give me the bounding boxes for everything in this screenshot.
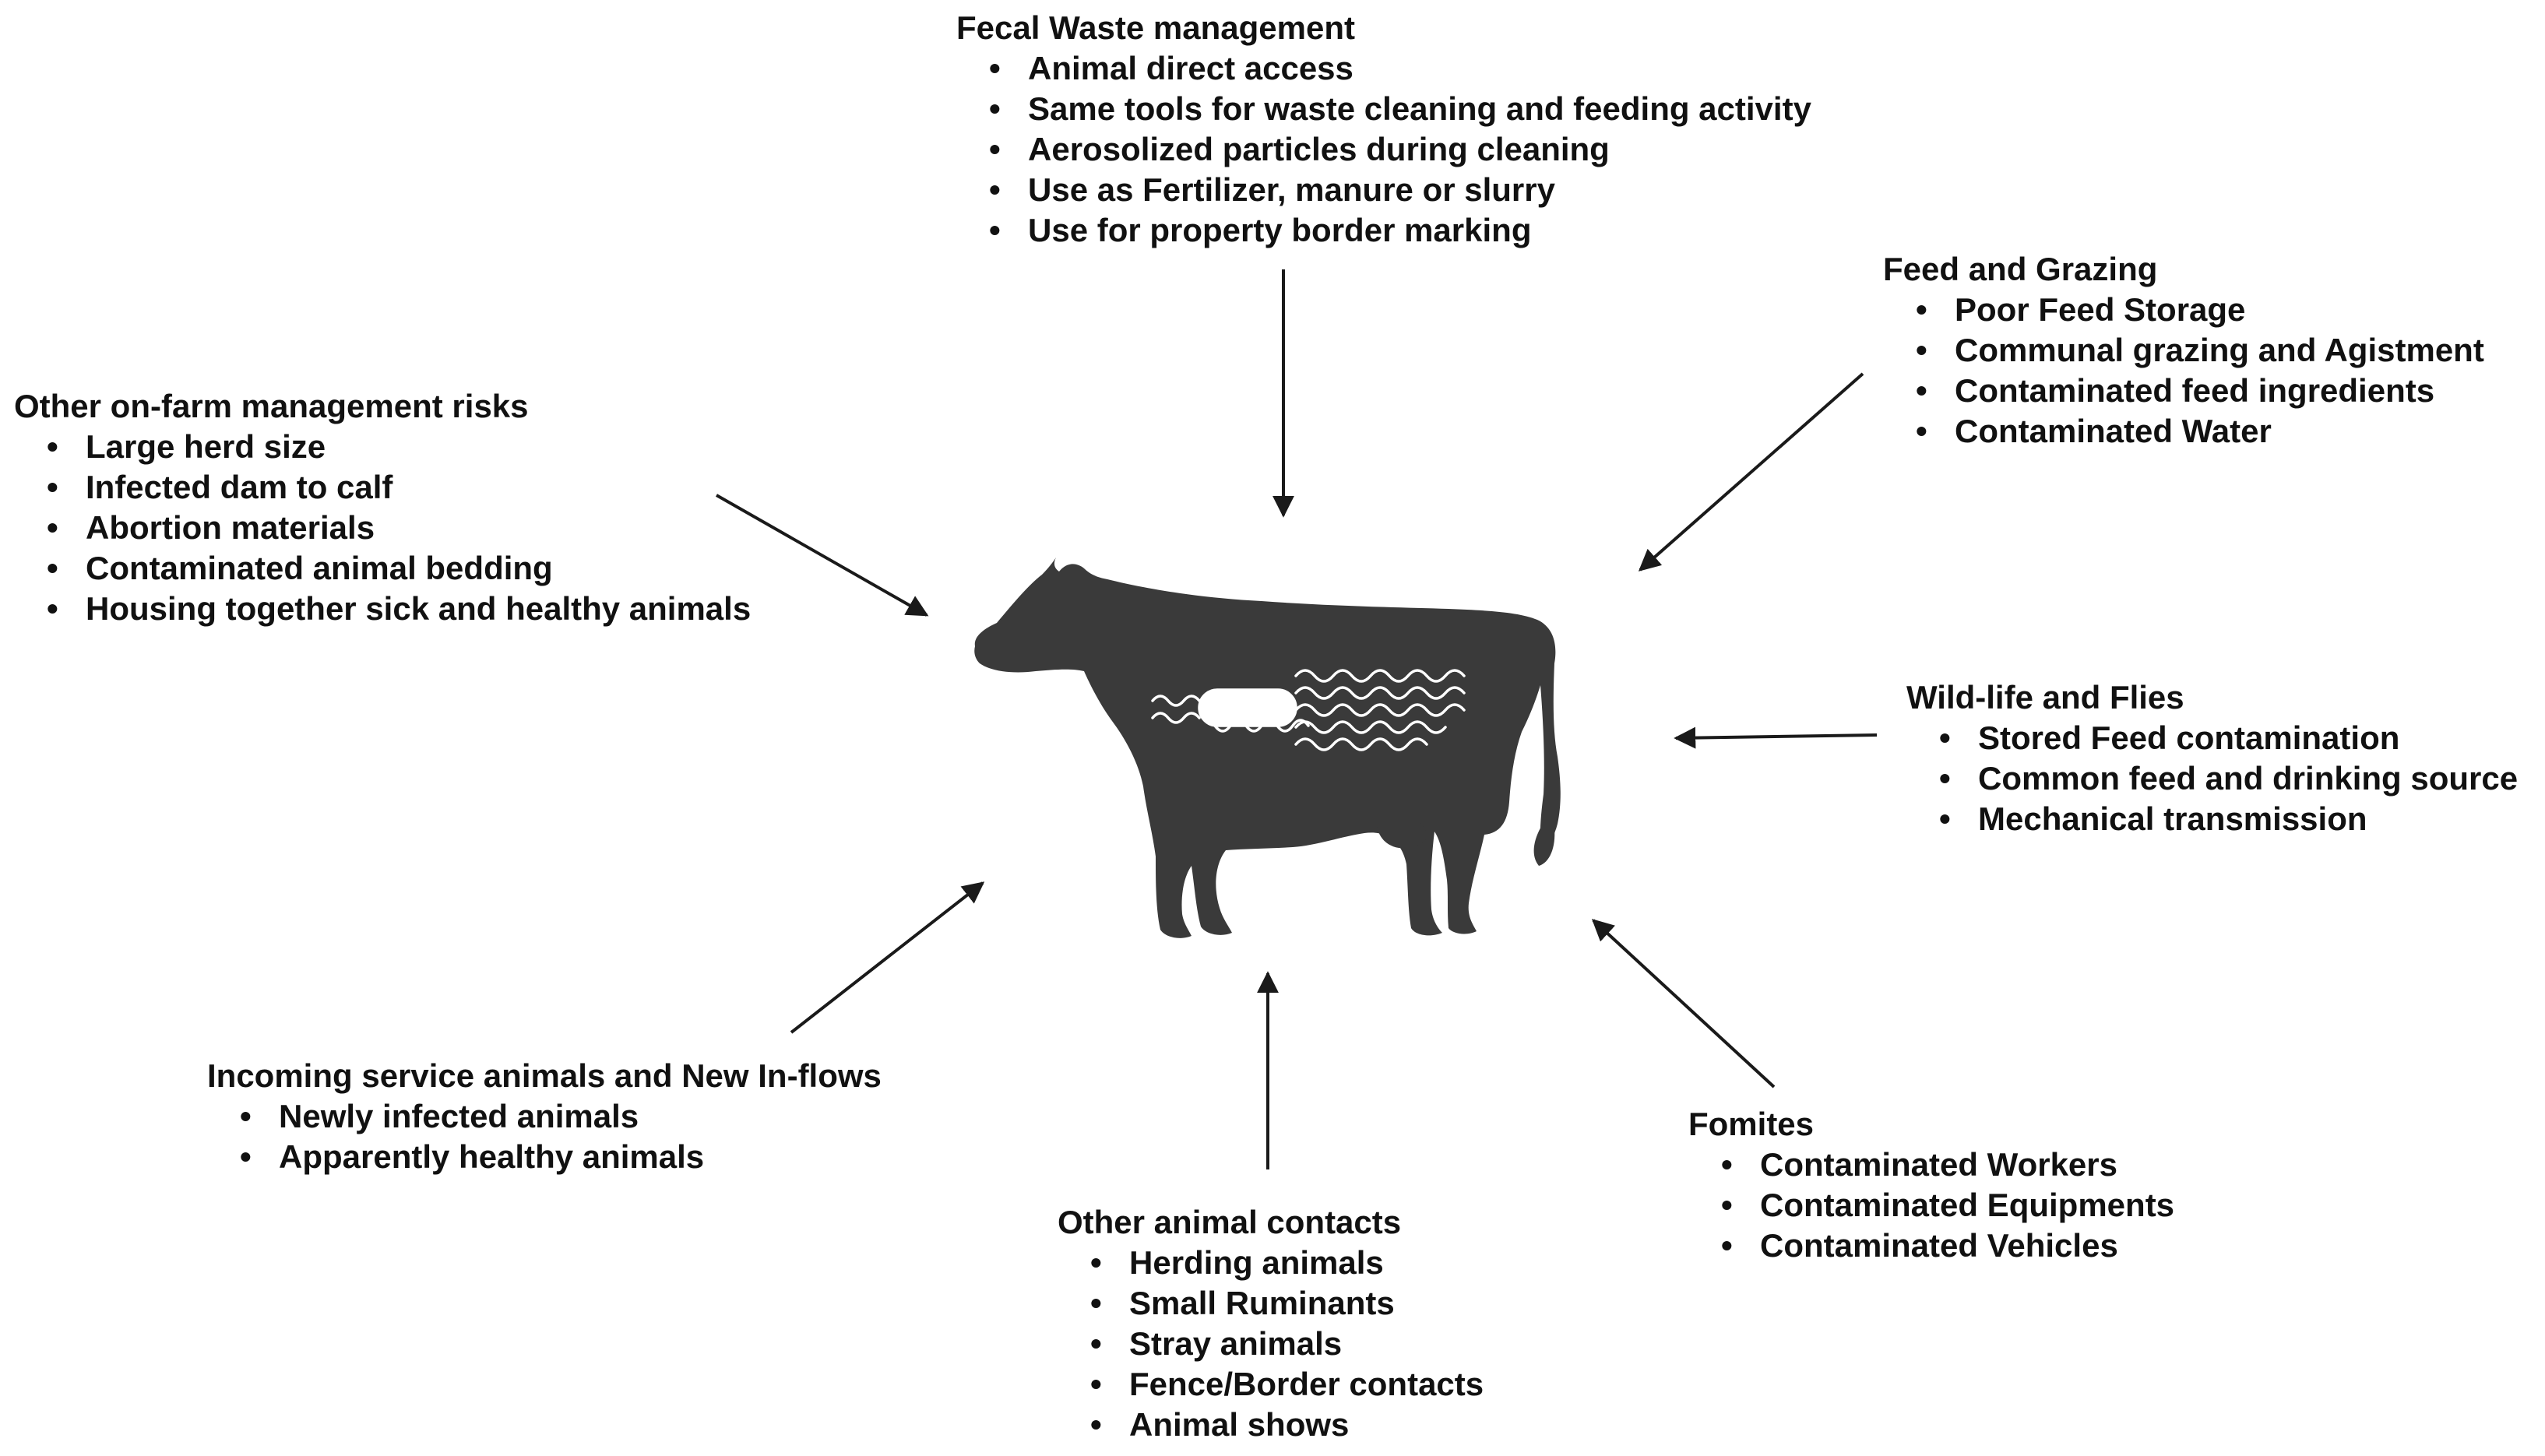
on-farm-group: Other on-farm management risks Large her… [14,386,751,629]
arrow-fomites [1591,919,1776,1088]
list-item: Fence/Border contacts [1090,1364,1484,1405]
fecal-waste-title: Fecal Waste management [956,9,1355,46]
arrow-feed-grazing [1638,372,1864,571]
feed-grazing-title: Feed and Grazing [1883,251,2158,287]
bacterium-rod [1198,688,1297,727]
arrow-incoming [790,881,985,1034]
flagellum [1151,712,1201,724]
flagellum [1294,720,1447,734]
list-item: Large herd size [47,427,751,467]
other-contacts-title: Other animal contacts [1058,1204,1402,1240]
bacteria-icon [1151,669,1466,751]
flagellum [1294,686,1466,700]
fecal-waste-group: Fecal Waste management Animal direct acc… [956,8,1811,251]
list-item: Mechanical transmission [1939,799,2518,839]
list-item: Animal shows [1090,1405,1484,1445]
list-item: Stored Feed contamination [1939,718,2518,758]
list-item: Aerosolized particles during cleaning [989,129,1811,170]
list-item: Same tools for waste cleaning and feedin… [989,89,1811,129]
list-item: Abortion materials [47,508,751,548]
other-contacts-group: Other animal contacts Herding animals Sm… [1058,1202,1484,1445]
wildlife-title: Wild-life and Flies [1906,679,2184,716]
flagellum [1294,703,1466,717]
on-farm-title: Other on-farm management risks [14,388,529,424]
cow-tail-tuft [1533,825,1555,866]
fecal-waste-list: Animal direct access Same tools for wast… [989,48,1811,251]
list-item: Stray animals [1090,1324,1484,1364]
list-item: Contaminated feed ingredients [1916,371,2484,411]
cow-udder [1377,822,1427,849]
wildlife-list: Stored Feed contamination Common feed an… [1939,718,2518,839]
wildlife-group: Wild-life and Flies Stored Feed contamin… [1906,677,2518,839]
list-item: Poor Feed Storage [1916,290,2484,330]
arrow-on-farm [716,494,929,617]
cow-silhouette [974,557,1561,938]
list-item: Housing together sick and healthy animal… [47,589,751,629]
fomites-title: Fomites [1688,1106,1815,1142]
list-item: Contaminated Equipments [1721,1185,2174,1226]
list-item: Use for property border marking [989,210,1811,251]
list-item: Infected dam to calf [47,467,751,508]
list-item: Small Ruminants [1090,1283,1484,1324]
cow-icon [974,557,1561,938]
arrows [716,269,1878,1169]
incoming-title: Incoming service animals and New In-flow… [207,1057,882,1094]
incoming-list: Newly infected animals Apparently health… [240,1096,882,1177]
list-item: Contaminated Vehicles [1721,1226,2174,1266]
feed-grazing-group: Feed and Grazing Poor Feed Storage Commu… [1883,249,2484,452]
feed-grazing-list: Poor Feed Storage Communal grazing and A… [1916,290,2484,452]
other-contacts-list: Herding animals Small Ruminants Stray an… [1090,1243,1484,1445]
list-item: Use as Fertilizer, manure or slurry [989,170,1811,210]
list-item: Contaminated Workers [1721,1145,2174,1185]
arrow-wildlife [1674,726,1878,749]
flagellum [1294,669,1466,683]
flagellum [1244,719,1310,733]
flagellum [1294,737,1428,751]
list-item: Contaminated Water [1916,411,2484,452]
flagellum [1213,719,1248,733]
list-item: Newly infected animals [240,1096,882,1137]
flagellum [1151,695,1201,707]
list-item: Apparently healthy animals [240,1137,882,1177]
list-item: Animal direct access [989,48,1811,89]
list-item: Contaminated animal bedding [47,548,751,589]
fomites-list: Contaminated Workers Contaminated Equipm… [1721,1145,2174,1266]
list-item: Herding animals [1090,1243,1484,1283]
fomites-group: Fomites Contaminated Workers Contaminate… [1688,1104,2174,1266]
incoming-group: Incoming service animals and New In-flow… [207,1056,882,1177]
on-farm-list: Large herd size Infected dam to calf Abo… [47,427,751,629]
list-item: Communal grazing and Agistment [1916,330,2484,371]
list-item: Common feed and drinking source [1939,758,2518,799]
